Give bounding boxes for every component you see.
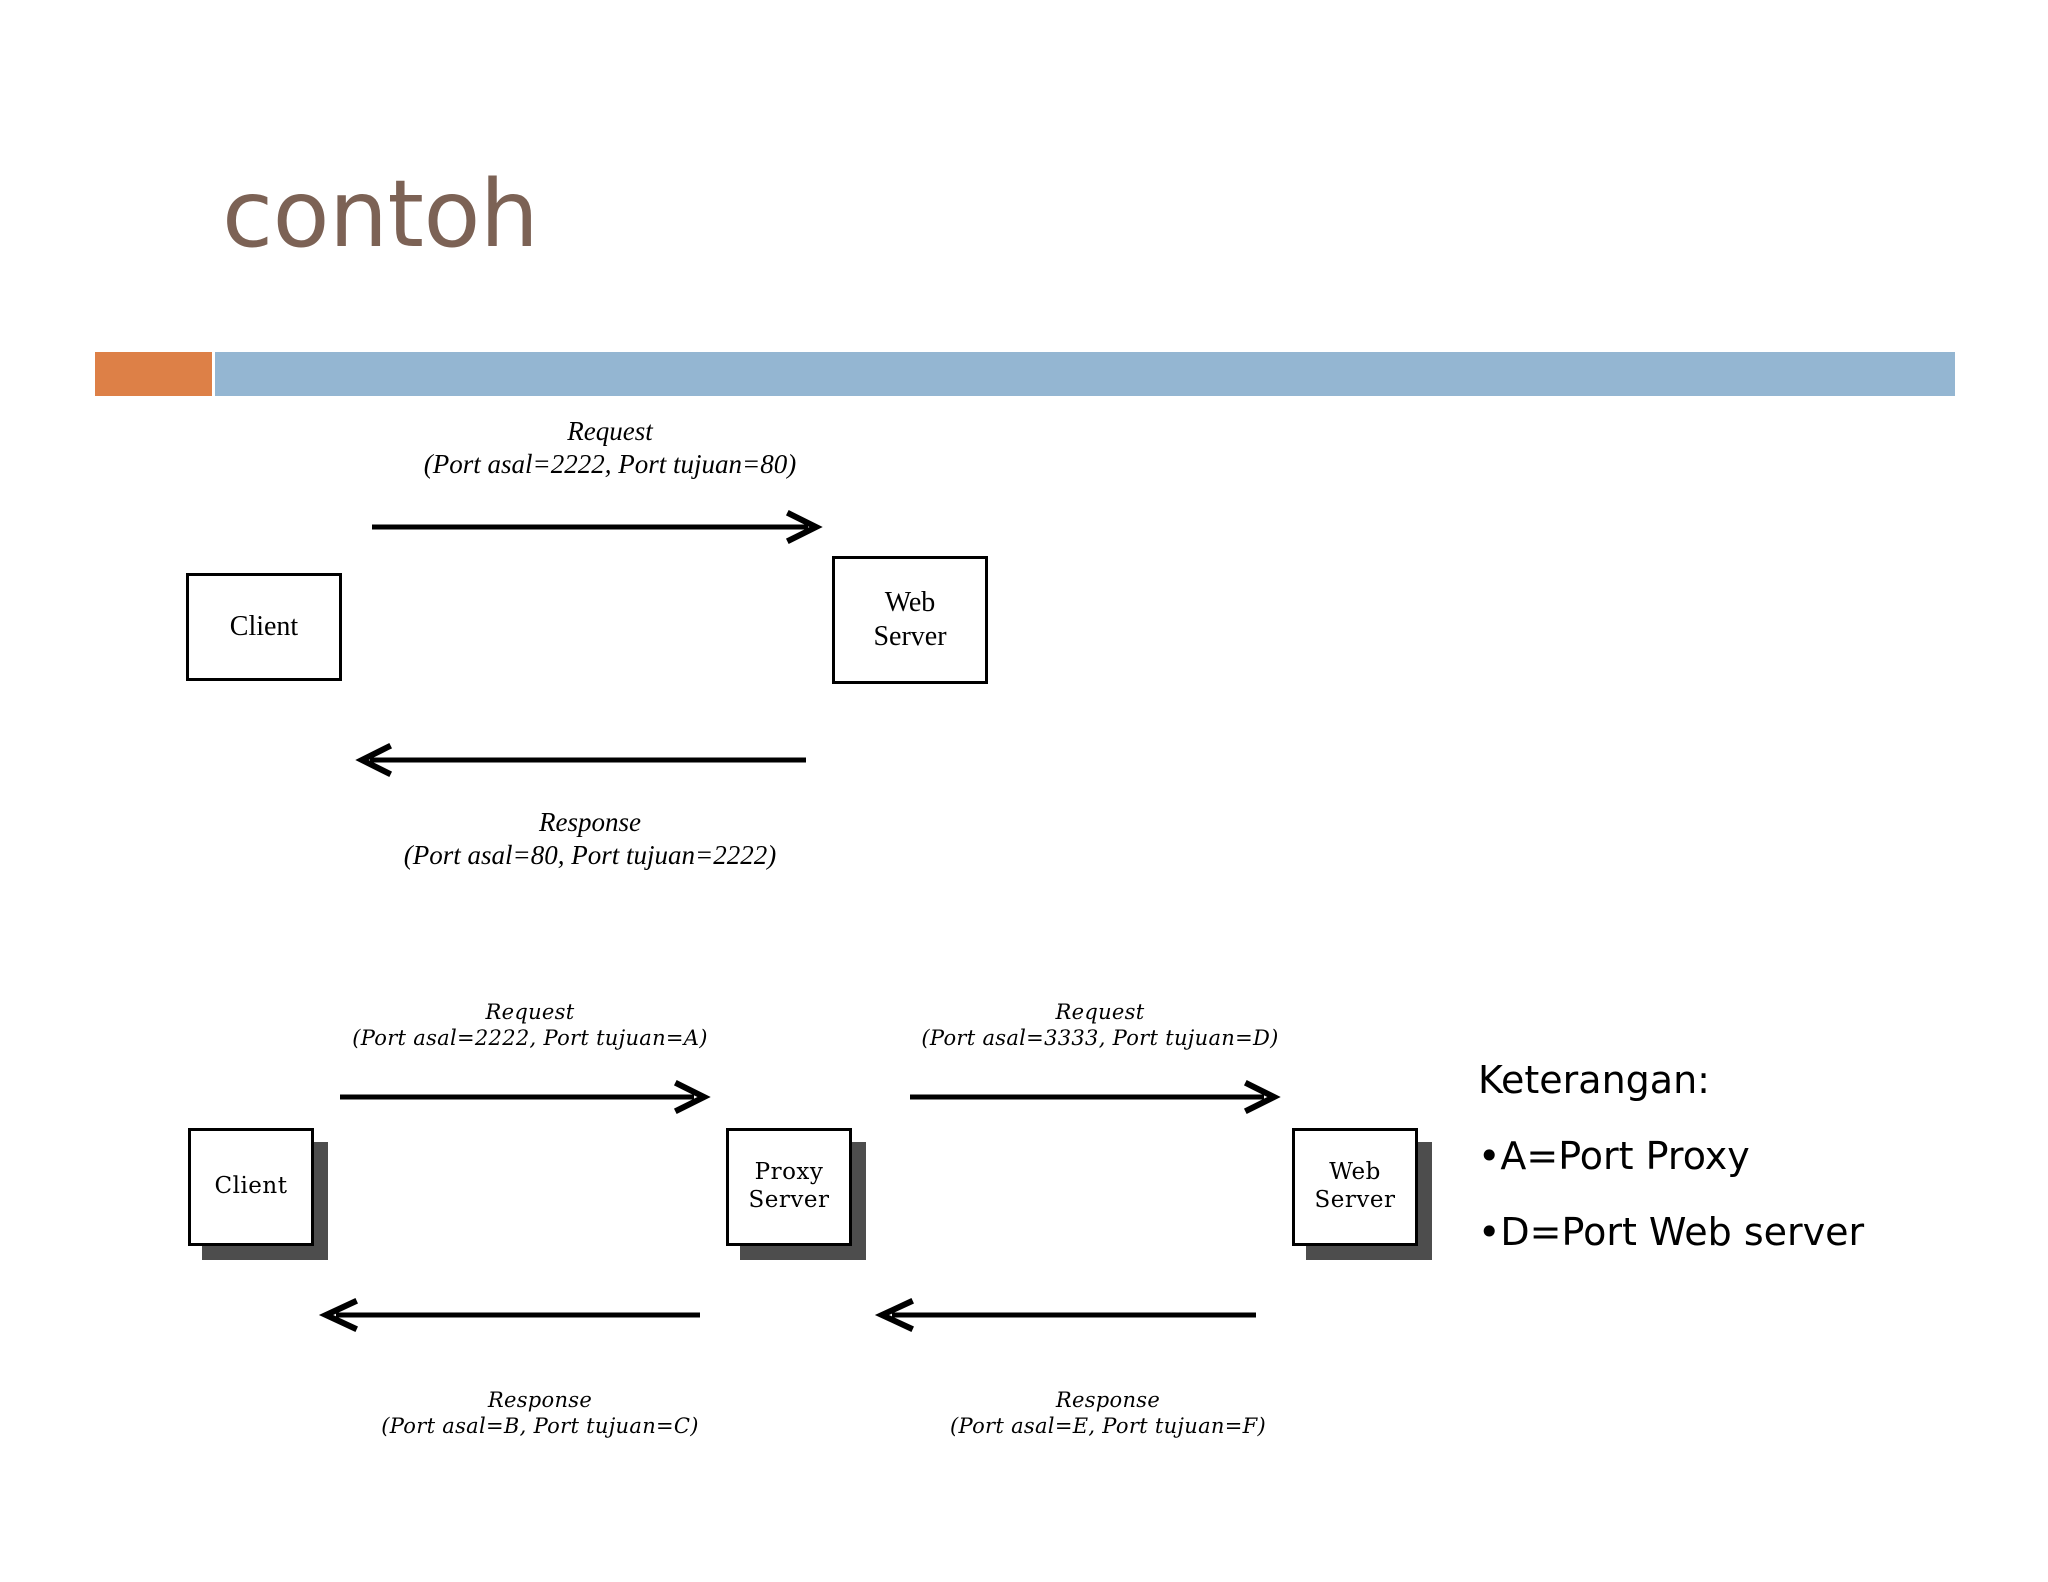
top-client-node: Client: [186, 573, 342, 681]
bottom-right-response-line1: Response: [1055, 1388, 1161, 1412]
bottom-right-request-line2: (Port asal=3333, Port tujuan=D): [921, 1025, 1279, 1050]
top-response-arrow: [355, 742, 808, 778]
bottom-client-node: Client: [188, 1128, 314, 1246]
legend-item-a: •A=Port Proxy: [1478, 1133, 1750, 1178]
bottom-left-request-arrow: [338, 1079, 711, 1115]
bottom-right-request-line1: Request: [1055, 1000, 1145, 1024]
bottom-proxy-server-node: Proxy Server: [726, 1128, 852, 1246]
bottom-left-response-line1: Response: [487, 1388, 593, 1412]
accent-bar-blue: [215, 352, 1955, 396]
bottom-right-response-arrow: [874, 1298, 1258, 1332]
bottom-web-server-node: Web Server: [1292, 1128, 1418, 1246]
bottom-left-response-line2: (Port asal=B, Port tujuan=C): [381, 1413, 699, 1438]
legend-title: Keterangan:: [1478, 1058, 1710, 1102]
top-web-server-label-line1: Web: [884, 587, 936, 619]
bottom-web-label-line2: Server: [1314, 1187, 1396, 1213]
bottom-right-response-caption: Response (Port asal=E, Port tujuan=F): [908, 1388, 1308, 1439]
top-web-server-node: Web Server: [832, 556, 988, 684]
top-request-line2: (Port asal=2222, Port tujuan=80): [423, 448, 797, 479]
top-client-label: Client: [229, 611, 299, 643]
bottom-right-request-arrow: [908, 1079, 1281, 1115]
bottom-proxy-label-line2: Server: [748, 1187, 830, 1213]
bottom-left-response-arrow: [318, 1298, 702, 1332]
bottom-right-request-caption: Request (Port asal=3333, Port tujuan=D): [900, 1000, 1300, 1051]
top-response-line2: (Port asal=80, Port tujuan=2222): [403, 839, 777, 870]
bottom-left-response-caption: Response (Port asal=B, Port tujuan=C): [340, 1388, 740, 1439]
bottom-left-request-line1: Request: [485, 1000, 575, 1024]
top-request-arrow: [370, 509, 823, 545]
legend-item-d: •D=Port Web server: [1478, 1209, 1865, 1254]
top-request-line1: Request: [567, 416, 653, 446]
bottom-left-request-caption: Request (Port asal=2222, Port tujuan=A): [330, 1000, 730, 1051]
bottom-left-request-line2: (Port asal=2222, Port tujuan=A): [352, 1025, 708, 1050]
top-response-caption: Response (Port asal=80, Port tujuan=2222…: [370, 806, 810, 872]
top-web-server-label-line2: Server: [873, 621, 947, 652]
page-title: contoh: [222, 160, 539, 268]
bottom-web-label-line1: Web: [1329, 1159, 1381, 1186]
bottom-client-label: Client: [214, 1173, 288, 1200]
accent-bar-orange: [95, 352, 212, 396]
top-response-line1: Response: [539, 807, 641, 837]
bottom-proxy-label-line1: Proxy: [754, 1159, 824, 1186]
top-request-caption: Request (Port asal=2222, Port tujuan=80): [390, 415, 830, 481]
legend-block: Keterangan: •A=Port Proxy •D=Port Web se…: [1478, 1058, 1998, 1287]
bottom-right-response-line2: (Port asal=E, Port tujuan=F): [950, 1413, 1266, 1438]
